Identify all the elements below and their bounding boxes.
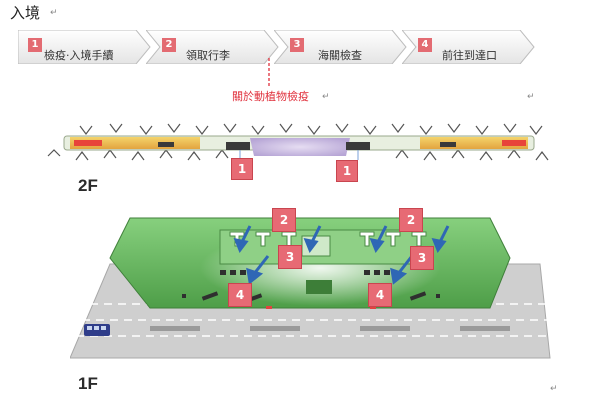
1f-marker-3-right: 3: [410, 246, 434, 270]
note-connector: [268, 58, 270, 88]
1f-marker-3-left: 3: [278, 245, 302, 269]
2f-right-exit-zone: [502, 140, 526, 146]
step-3-number: 3: [290, 38, 304, 52]
step-3: 3 海關檢查: [274, 30, 407, 64]
1f-carousels: [229, 231, 427, 247]
2f-marker-left: 1: [231, 158, 253, 180]
step-1-label: 檢疫‧入境手續: [44, 49, 114, 62]
2f-gates-top: [79, 123, 543, 135]
1f-customs-booths: [220, 270, 390, 275]
2f-center-hall: [250, 138, 350, 156]
2f-marker-right: 1: [336, 160, 358, 182]
route-arrows: [233, 225, 450, 285]
paragraph-mark: ↵: [50, 8, 58, 18]
1f-exit-doors: [266, 306, 376, 309]
step-3-arrow-shape: [274, 30, 407, 64]
step-2-number: 2: [162, 38, 176, 52]
step-2-arrow-shape: [146, 30, 279, 64]
1f-marker-4-left: 4: [228, 283, 252, 307]
page-title: 入境: [10, 4, 41, 22]
1f-curbside-islands: [150, 326, 510, 331]
2f-left-exit-zone: [74, 140, 102, 146]
step-3-label: 海關檢查: [318, 49, 362, 62]
floor-label-2f: 2F: [78, 176, 98, 195]
quarantine-note-link[interactable]: 關於動植物檢疫: [232, 90, 309, 103]
step-2: 2 領取行李: [146, 30, 279, 64]
step-1: 1 檢疫‧入境手續: [18, 30, 151, 64]
step-4-label: 前往到達口: [442, 49, 497, 62]
2f-floor-map: [47, 123, 549, 161]
step-4-number: 4: [418, 38, 432, 52]
1f-marker-4-right: 4: [368, 283, 392, 307]
bus-icon: [84, 324, 110, 336]
2f-checkpoint-right: [346, 142, 370, 150]
1f-floor-map: [70, 217, 551, 359]
2f-kiosk: [158, 142, 174, 147]
2f-kiosk: [440, 142, 456, 147]
step-4: 4 前往到達口: [402, 30, 535, 64]
1f-center-block: [306, 280, 332, 294]
step-2-label: 領取行李: [186, 49, 230, 62]
2f-checkpoint-left: [226, 142, 250, 150]
floor-label-1f: 1F: [78, 374, 98, 393]
paragraph-mark: ↵: [527, 92, 535, 102]
step-1-arrow-shape: [18, 30, 151, 64]
paragraph-mark: ↵: [550, 384, 558, 394]
step-4-arrow-shape: [402, 30, 535, 64]
step-1-number: 1: [28, 38, 42, 52]
1f-marker-2-left: 2: [272, 208, 296, 232]
paragraph-mark: ↵: [322, 92, 330, 102]
1f-marker-2-right: 2: [399, 208, 423, 232]
